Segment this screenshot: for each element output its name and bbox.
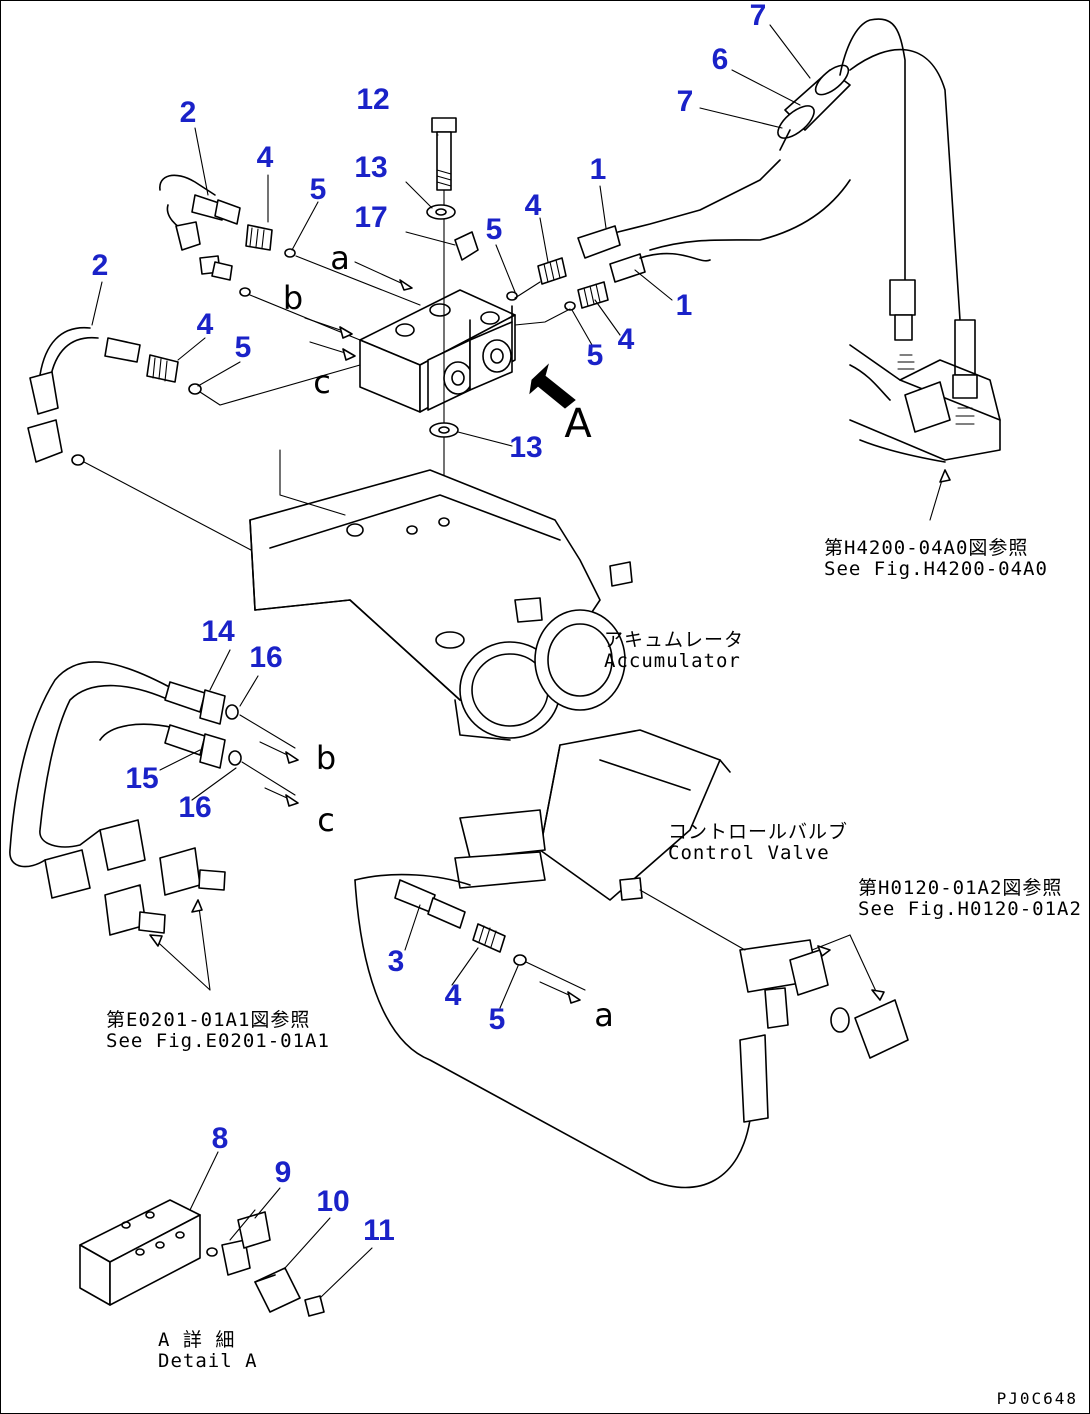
plug xyxy=(454,231,479,261)
callout-7: 7 xyxy=(749,0,767,32)
callout-7: 7 xyxy=(676,85,694,118)
callout-17: 17 xyxy=(354,201,388,234)
control-valve-label-jp: コントロールバルブ xyxy=(668,821,849,843)
ref-label-e0201-jp: 第E0201-01A1図参照 xyxy=(106,1009,311,1031)
wire-harness xyxy=(9,661,296,991)
callout-9: 9 xyxy=(274,1156,292,1189)
detail-a-label-jp: A 詳 細 xyxy=(158,1329,236,1351)
accumulator-label: アキュムレータ Accumulator xyxy=(604,629,745,673)
callout-11: 11 xyxy=(363,1214,395,1247)
pressure-switch xyxy=(777,18,961,321)
detail-a-label: A 詳 細 Detail A xyxy=(158,1329,258,1373)
ref-label-h4200: 第H4200-04A0図参照 See Fig.H4200-04A0 xyxy=(824,537,1048,581)
hose-left-upper xyxy=(159,174,421,341)
callout-16: 16 xyxy=(249,641,283,674)
callout-4: 4 xyxy=(256,141,274,174)
ref-label-h4200-jp: 第H4200-04A0図参照 xyxy=(824,537,1029,559)
callout-5: 5 xyxy=(586,339,604,372)
washer-lower xyxy=(429,422,459,438)
mounting-bolt xyxy=(431,117,457,521)
callout-5: 5 xyxy=(485,213,503,246)
port-letter-b: b xyxy=(282,279,304,317)
callout-10: 10 xyxy=(316,1185,350,1218)
callout-8: 8 xyxy=(211,1122,229,1155)
callout-4: 4 xyxy=(524,189,542,222)
callout-5: 5 xyxy=(234,331,252,364)
callout-14: 14 xyxy=(201,615,235,648)
callout-2: 2 xyxy=(91,249,109,282)
hose-right xyxy=(506,159,851,326)
port-letter-c: c xyxy=(313,363,331,401)
adapter-hose-3 xyxy=(394,879,586,991)
view-letter-A: A xyxy=(564,401,592,447)
ref-label-h0120-en: See Fig.H0120-01A2 xyxy=(858,898,1082,921)
right-manifold xyxy=(849,279,1001,521)
ref-label-h4200-en: See Fig.H4200-04A0 xyxy=(824,558,1048,581)
port-letter-b: b xyxy=(315,739,337,777)
washer-upper xyxy=(426,204,456,220)
callout-2: 2 xyxy=(179,96,197,129)
detail-a-label-en: Detail A xyxy=(158,1350,258,1373)
drawing-code: PJ0C648 xyxy=(996,1389,1078,1408)
control-valve-label: コントロールバルブ Control Valve xyxy=(668,821,849,865)
callout-6: 6 xyxy=(711,43,729,76)
ref-label-e0201: 第E0201-01A1図参照 See Fig.E0201-01A1 xyxy=(106,1009,330,1053)
callout-4: 4 xyxy=(617,323,635,356)
ref-label-h0120: 第H0120-01A2図参照 See Fig.H0120-01A2 xyxy=(858,877,1082,921)
callout-13: 13 xyxy=(354,151,388,184)
ref-label-e0201-en: See Fig.E0201-01A1 xyxy=(106,1030,330,1053)
callout-5: 5 xyxy=(488,1003,506,1036)
flow-arrows xyxy=(149,261,951,1004)
detail-a xyxy=(79,1199,325,1317)
accumulator-label-jp: アキュムレータ xyxy=(604,629,745,651)
callout-1: 1 xyxy=(675,289,693,322)
port-letter-c: c xyxy=(317,801,335,839)
accumulator-label-en: Accumulator xyxy=(604,650,741,673)
callout-1: 1 xyxy=(589,153,607,186)
control-valve xyxy=(354,729,909,1189)
control-valve-label-en: Control Valve xyxy=(668,842,830,865)
callout-16: 16 xyxy=(178,791,212,824)
port-letter-a: a xyxy=(594,996,614,1034)
callout-13: 13 xyxy=(509,431,543,464)
solenoid-valve-block xyxy=(359,289,516,413)
callout-4: 4 xyxy=(196,308,214,341)
callout-12: 12 xyxy=(356,83,390,116)
callout-4: 4 xyxy=(444,979,462,1012)
callout-15: 15 xyxy=(125,762,159,795)
callout-5: 5 xyxy=(309,173,327,206)
ref-label-h0120-jp: 第H0120-01A2図参照 xyxy=(858,877,1063,899)
port-letter-a: a xyxy=(330,239,350,277)
hose-left-lower xyxy=(27,326,361,561)
leader-lines xyxy=(91,24,881,1299)
callout-3: 3 xyxy=(387,945,405,978)
main-body xyxy=(249,449,633,741)
